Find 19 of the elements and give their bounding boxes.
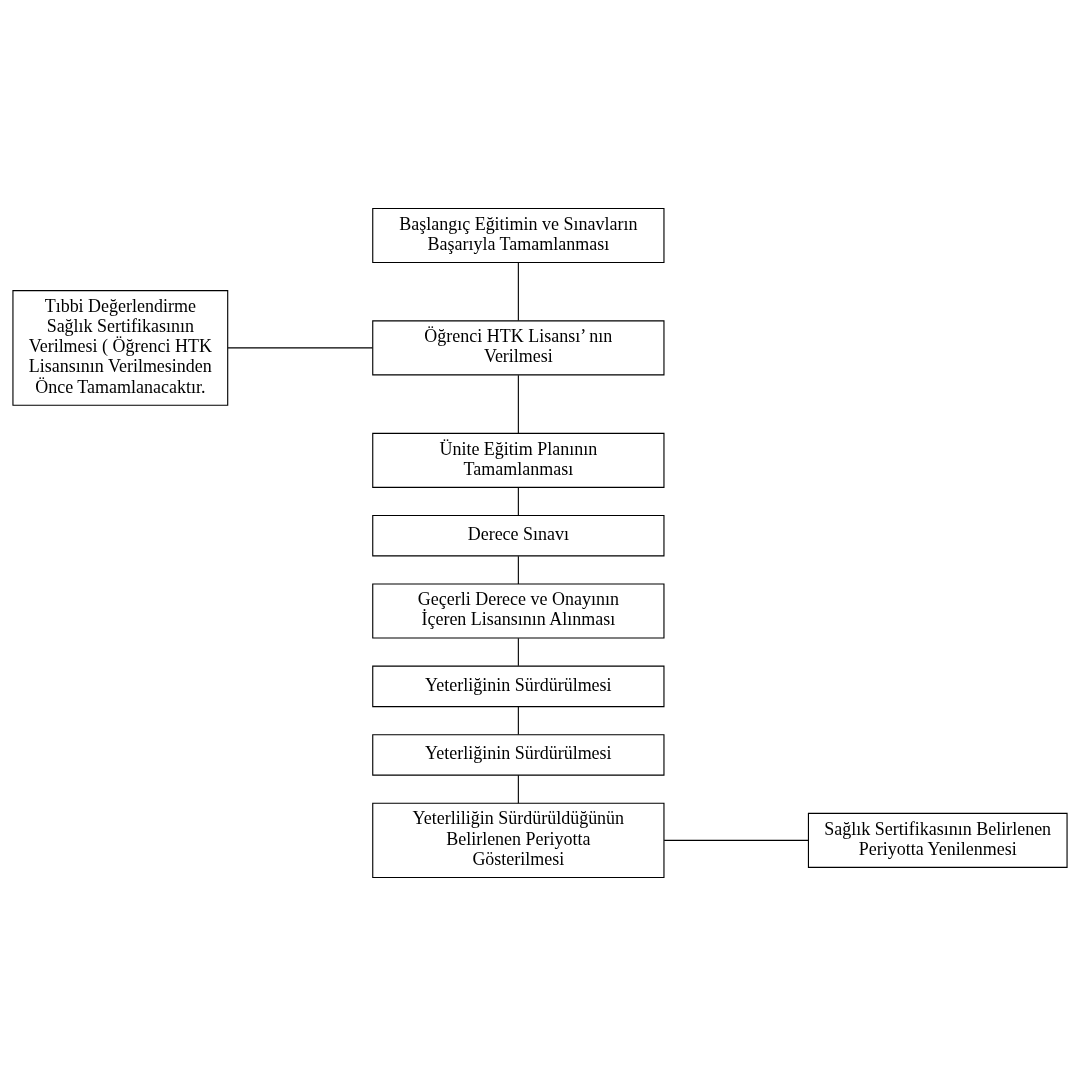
node-box: Tıbbi Değerlendirme Sağlık Sertifikasının Verilmesi ( Öğrenci HTK Lisansının Verilmesinden Önce Tamamlanacaktır. xyxy=(12,290,229,406)
node-box: Yeterliliğin Sürdürüldüğünün Belirlenen Periyotta Gösterilmesi xyxy=(372,802,665,879)
connector xyxy=(517,637,519,667)
node-box: Sağlık Sertifikasının Belirlenen Periyotta Yenilenmesi xyxy=(807,812,1068,868)
connector xyxy=(517,706,519,735)
node-box: Geçerli Derece ve Onayının İçeren Lisansının Alınması xyxy=(372,583,665,639)
connector xyxy=(517,487,519,516)
node-box: Yeterliğinin Sürdürülmesi xyxy=(372,734,665,776)
connector xyxy=(517,374,519,434)
node-box: Başlangıç Eğitimin ve Sınavların Başarıyla Tamamlanması xyxy=(372,207,665,264)
connector xyxy=(663,839,809,841)
connector xyxy=(517,555,519,585)
node-box: Yeterliğinin Sürdürülmesi xyxy=(372,665,665,708)
node-box: Öğrenci HTK Lisansı’ nın Verilmesi xyxy=(372,320,665,376)
connector xyxy=(517,262,519,322)
node-box: Ünite Eğitim Planının Tamamlanması xyxy=(372,432,665,488)
node-box: Derece Sınavı xyxy=(372,514,665,557)
connector xyxy=(227,347,373,349)
connector xyxy=(517,774,519,804)
